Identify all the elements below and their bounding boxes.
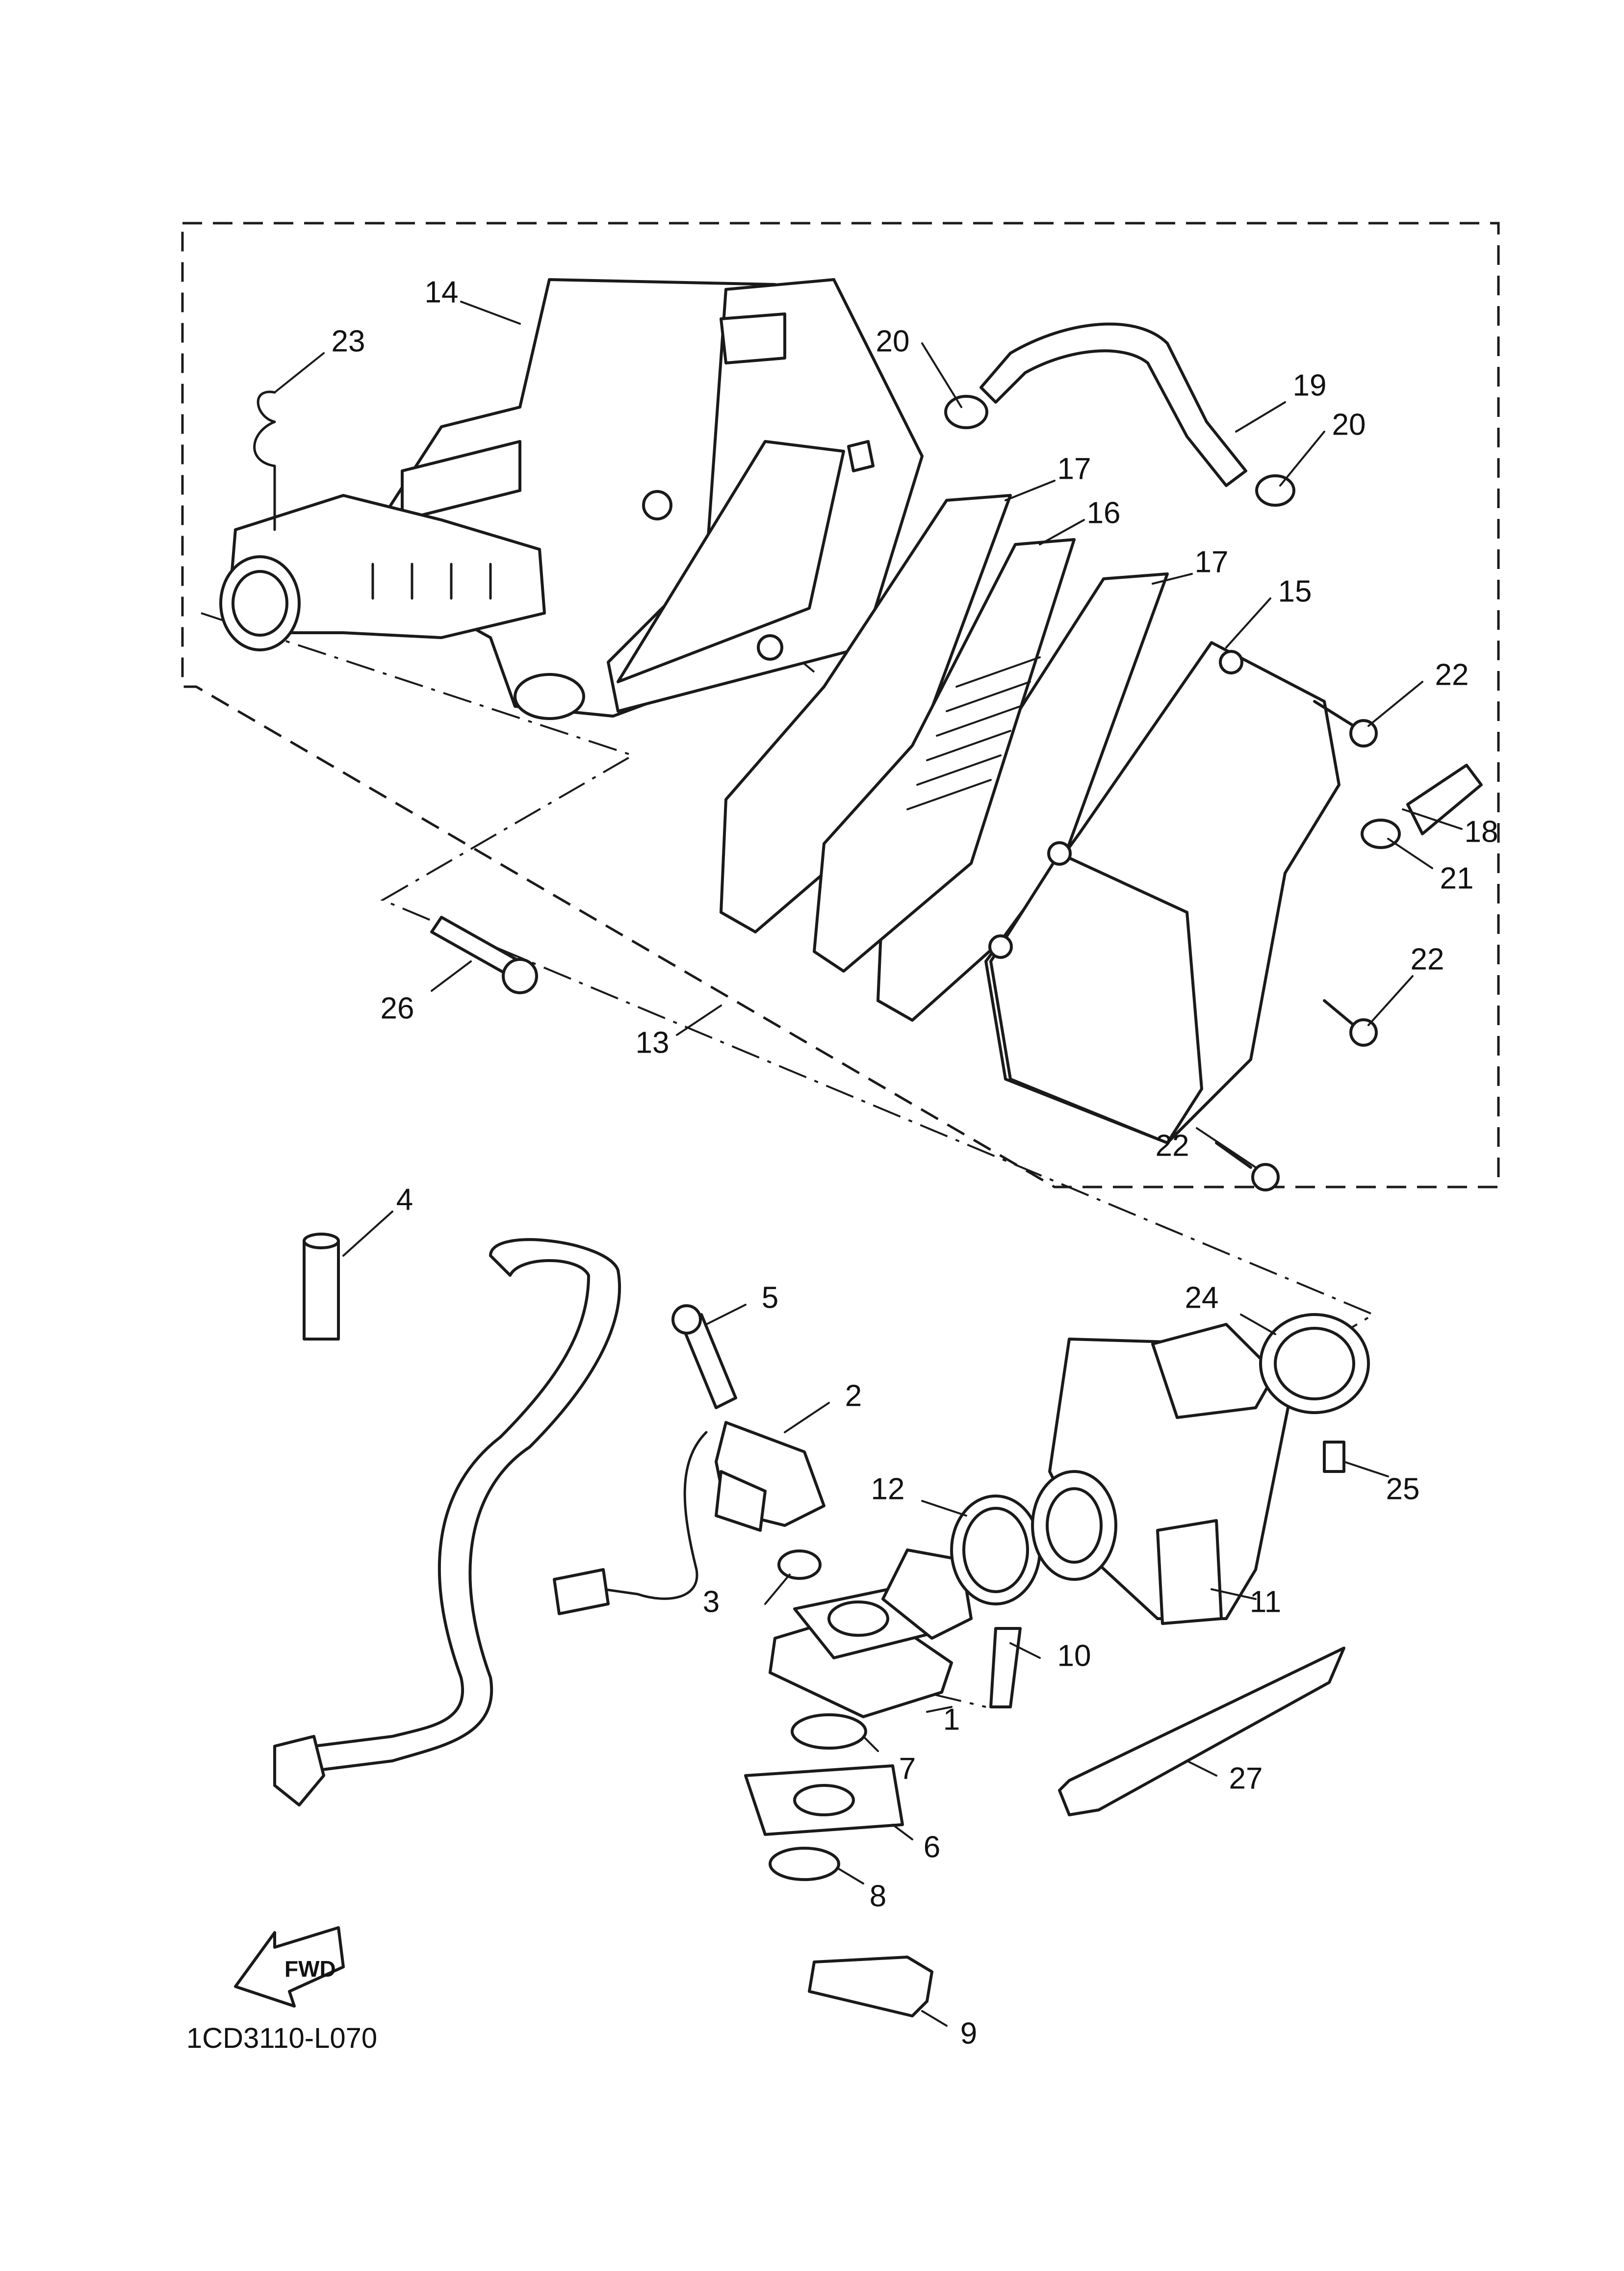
forward-direction-arrow: FWD [234, 1926, 345, 2008]
callout-11: 11 [1250, 1585, 1281, 1619]
injector-wire [602, 1431, 708, 1600]
callout-22: 22 [1156, 1129, 1189, 1162]
o-ring [791, 1713, 867, 1750]
bolt [989, 1627, 1022, 1708]
hose-clamp-inner [962, 1507, 1029, 1593]
hose-clamp-inner [1274, 1327, 1355, 1400]
intake-duct [219, 494, 546, 651]
callout-22: 22 [1435, 658, 1469, 692]
cable-tie [1058, 1647, 1345, 1816]
callout-16: 16 [1087, 496, 1121, 530]
intake-joint [769, 1548, 973, 1718]
callout-2: 2 [845, 1379, 862, 1413]
callout-21: 21 [1440, 861, 1474, 895]
pipe [303, 1233, 340, 1341]
callout-23: 23 [332, 324, 365, 358]
callout-15: 15 [1278, 574, 1312, 608]
callout-26: 26 [381, 991, 414, 1025]
diagram-code: 1CD3110-L070 [186, 2022, 377, 2054]
assembly-boundary [181, 222, 1500, 1188]
hose-connector [273, 1735, 325, 1806]
callout-25: 25 [1386, 1472, 1420, 1506]
callout-labels: 14 23 20 19 20 17 16 17 15 22 18 21 22 2… [332, 275, 1498, 2050]
fuel-hose [312, 1238, 621, 1772]
callout-8: 8 [870, 1879, 886, 1913]
callout-12: 12 [871, 1472, 905, 1506]
callout-20: 20 [876, 324, 910, 358]
callout-27: 27 [1229, 1761, 1263, 1795]
callout-18: 18 [1465, 815, 1498, 849]
air-filter-element [813, 538, 1076, 973]
callout-10: 10 [1057, 1639, 1091, 1673]
callout-3: 3 [703, 1585, 720, 1619]
callout-17: 17 [1057, 452, 1091, 486]
callout-7: 7 [899, 1752, 916, 1785]
connector [553, 1568, 610, 1615]
air-cleaner-case [386, 278, 924, 720]
callout-5: 5 [762, 1281, 778, 1315]
callout-24: 24 [1185, 1281, 1219, 1315]
callout-6: 6 [924, 1830, 940, 1864]
fuel-injector [671, 1304, 737, 1409]
wire-clip [253, 390, 276, 531]
throttle-body [1031, 1323, 1291, 1625]
callout-1: 1 [943, 1703, 960, 1736]
bolt [430, 916, 538, 994]
assembly-line [201, 612, 1376, 1345]
injector-joint [715, 1421, 825, 1532]
hose-clamp [944, 395, 1295, 507]
callout-4: 4 [396, 1183, 413, 1216]
air-cleaner-cap [984, 641, 1340, 1144]
fwd-label: FWD [284, 1956, 336, 1982]
callout-20: 20 [1332, 408, 1366, 441]
o-ring [777, 1549, 822, 1580]
callout-22: 22 [1411, 942, 1444, 976]
callout-13: 13 [636, 1026, 670, 1059]
leader-lines [274, 301, 1463, 2027]
o-ring [769, 1847, 840, 1881]
plate [808, 1956, 933, 2017]
callout-17: 17 [1195, 545, 1229, 579]
screw [1215, 700, 1378, 1191]
insulator [744, 1764, 904, 1836]
callout-9: 9 [960, 2016, 977, 2050]
callout-19: 19 [1293, 368, 1327, 402]
callout-14: 14 [425, 275, 459, 309]
breather-hose [980, 322, 1247, 487]
plug [1323, 1441, 1345, 1473]
